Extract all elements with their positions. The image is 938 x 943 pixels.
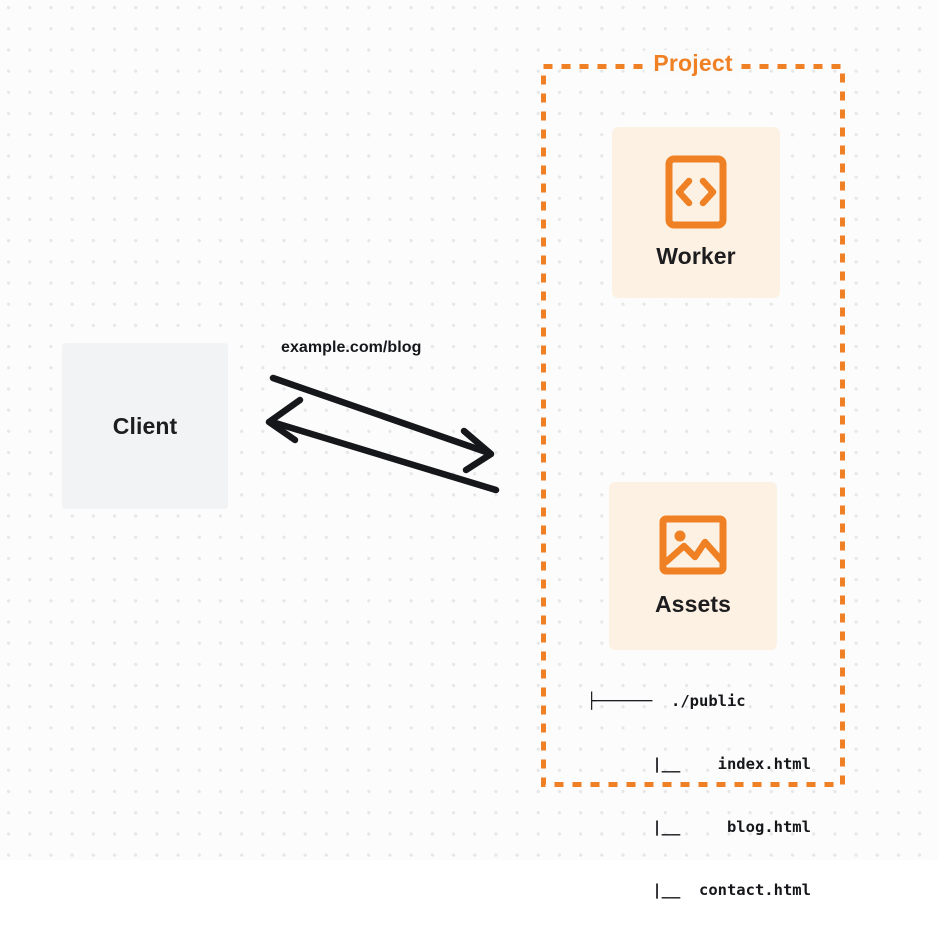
image-icon [659,515,727,574]
file-tree-line: |__ index.html [587,755,811,773]
response-arrow [265,396,500,494]
request-arrow [269,374,495,474]
code-brackets-icon [665,155,727,229]
project-title: Project [644,50,742,77]
client-node[interactable]: Client [62,343,228,509]
flow-arrows [265,374,500,494]
request-url-label: example.com/blog [281,339,422,356]
project-container: Project Worker Assets ├────── ./public |… [541,50,845,899]
worker-label: Worker [656,243,736,269]
assets-label: Assets [654,590,732,617]
file-tree-line: |__ contact.html [587,881,811,899]
assets-card[interactable]: Assets [609,482,777,650]
worker-card[interactable]: Worker [612,127,780,298]
client-label: Client [112,412,178,439]
file-tree-line: ├────── ./public [587,692,746,710]
assets-file-tree: ├────── ./public |__ index.html |__ blog… [587,649,811,943]
file-tree-line: |__ blog.html [587,818,811,836]
diagram-canvas: Client example.com/blog Project Wor [0,0,938,899]
